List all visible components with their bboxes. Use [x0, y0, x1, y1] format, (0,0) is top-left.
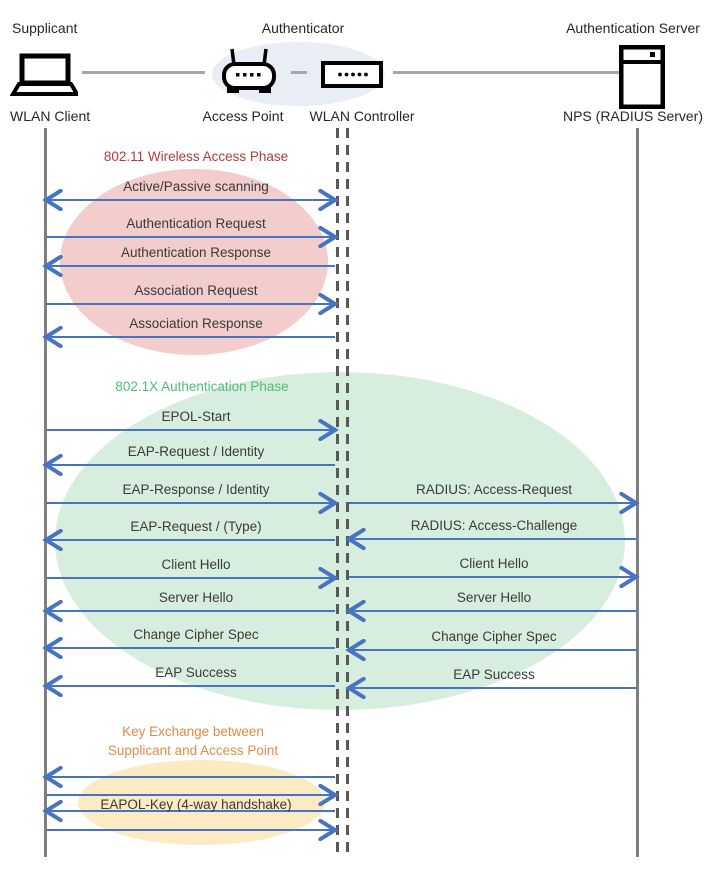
device-label-nps: NPS (RADIUS Server) — [562, 108, 704, 124]
phase-title-key-exchange: Key Exchange between Supplicant and Acce… — [108, 722, 278, 760]
message-label: EAP-Request / Identity — [127, 444, 265, 459]
phase-title-wireless-access: 802.11 Wireless Access Phase — [103, 149, 289, 164]
message-label: Change Cipher Spec — [431, 629, 557, 644]
phase-title-key-line1: Key Exchange between — [122, 724, 264, 739]
message-label: Change Cipher Spec — [133, 627, 259, 642]
connector-line — [82, 71, 205, 74]
message-label: RADIUS: Access-Challenge — [410, 518, 578, 533]
message-label: Client Hello — [161, 557, 231, 572]
role-label-authenticator: Authenticator — [261, 20, 345, 36]
controller-box-icon — [321, 61, 383, 88]
message-label: Server Hello — [456, 590, 532, 605]
message-label: Client Hello — [459, 556, 529, 571]
wireless-router-icon — [222, 48, 276, 93]
laptop-icon — [10, 53, 78, 96]
message-label: EAP-Request / (Type) — [130, 519, 262, 534]
message-label: Authentication Request — [126, 216, 266, 231]
connector-line — [393, 71, 619, 74]
phase-title-key-line2: Supplicant and Access Point — [107, 743, 279, 758]
lifeline-wlan-controller-right — [346, 128, 349, 857]
role-label-auth-server: Authentication Server — [566, 20, 700, 36]
message-label: EAP Success — [155, 665, 237, 680]
message-label: EAP Success — [453, 667, 535, 682]
connector-line — [291, 71, 307, 74]
device-label-wlan-client: WLAN Client — [10, 108, 91, 124]
device-label-access-point: Access Point — [202, 108, 284, 124]
message-label: EPOL-Start — [161, 409, 231, 424]
message-label: RADIUS: Access-Request — [415, 482, 573, 497]
server-icon — [619, 45, 665, 109]
message-label: Server Hello — [158, 590, 234, 605]
message-label: Active/Passive scanning — [123, 179, 269, 194]
phase-title-dot1x-auth: 802.1X Authentication Phase — [115, 379, 289, 394]
device-label-wlan-controller: WLAN Controller — [309, 108, 415, 124]
message-label: EAP-Response / Identity — [122, 482, 270, 497]
message-label: EAPOL-Key (4-way handshake) — [100, 797, 292, 812]
lifeline-supplicant — [44, 128, 47, 857]
message-label: Association Response — [129, 316, 263, 331]
message-label: Authentication Response — [120, 245, 272, 260]
role-label-supplicant: Supplicant — [12, 20, 78, 36]
message-label: Association Request — [134, 283, 258, 298]
